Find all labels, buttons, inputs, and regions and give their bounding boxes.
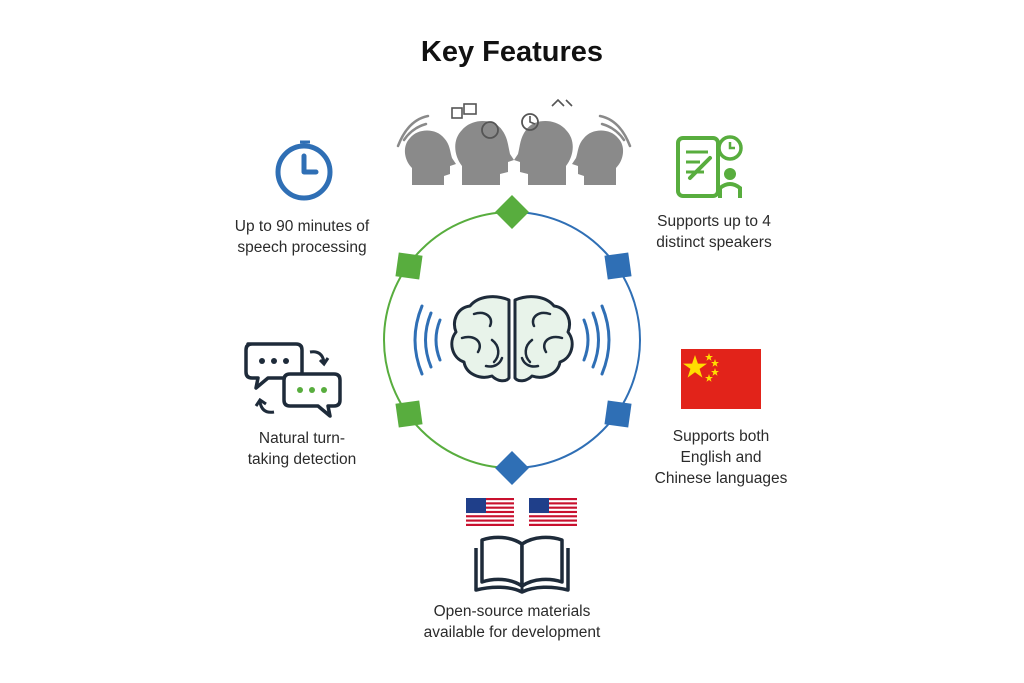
- brain-waves-icon: [413, 295, 611, 383]
- feature-duration-line-1: Up to 90 minutes of: [234, 218, 370, 235]
- feature-languages-line-1: Supports both: [672, 428, 770, 445]
- page-title: Key Features: [420, 36, 604, 68]
- feature-open-source-line-1: Open-source materials: [433, 603, 591, 620]
- feature-languages-label: Supports both English and Chinese langua…: [646, 426, 796, 489]
- feature-languages-line-3: Chinese languages: [654, 470, 788, 487]
- open-book-icon: [474, 535, 570, 594]
- feature-speakers-line-2: distinct speakers: [656, 234, 772, 251]
- ring-arc-left: [383, 211, 513, 469]
- feature-turn-taking-label: Natural turn- taking detection: [232, 428, 372, 470]
- feature-speakers-line-1: Supports up to 4: [657, 213, 771, 230]
- feature-open-source-line-2: available for development: [423, 624, 601, 641]
- chat-bubbles-icon: [244, 342, 342, 418]
- us-flag-icon: [466, 498, 514, 526]
- feature-turn-taking-line-1: Natural turn-: [258, 430, 346, 447]
- ring-square-upper-right: [604, 252, 632, 280]
- ring-square-upper-left: [395, 252, 423, 280]
- clock-icon: [275, 140, 333, 201]
- tablet-speaker-icon: [676, 135, 743, 198]
- ring-square-lower-right: [604, 400, 632, 428]
- feature-duration-line-2: speech processing: [237, 239, 367, 256]
- feature-turn-taking-line-2: taking detection: [247, 451, 357, 468]
- us-flag-icon: [529, 498, 577, 526]
- feature-speakers-label: Supports up to 4 distinct speakers: [640, 211, 788, 253]
- feature-duration-label: Up to 90 minutes of speech processing: [222, 216, 382, 258]
- ring-square-lower-left: [395, 400, 423, 428]
- ring-arc-right: [511, 211, 641, 469]
- ring-diamond-top: [495, 195, 529, 229]
- china-flag-icon: [681, 349, 761, 409]
- feature-open-source-label: Open-source materials available for deve…: [402, 601, 622, 643]
- feature-languages-line-2: English and: [680, 449, 762, 466]
- speaking-heads-icon: [396, 98, 632, 185]
- ring-diamond-bottom: [495, 451, 529, 485]
